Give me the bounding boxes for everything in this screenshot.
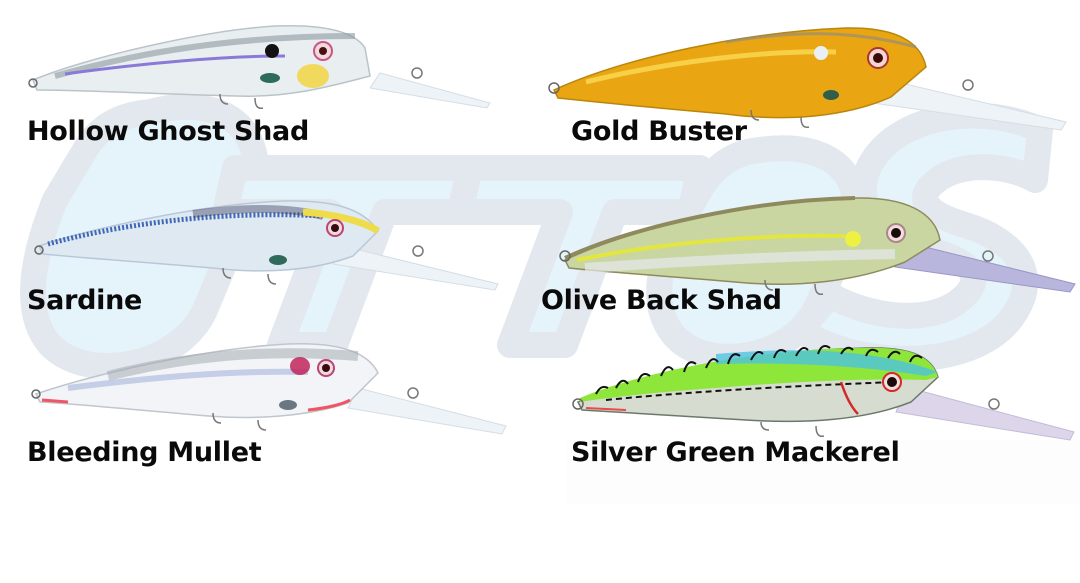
product-label: Bleeding Mullet [27, 437, 262, 468]
product-label: Olive Back Shad [541, 285, 782, 316]
lure-image-hollow-ghost-shad [28, 24, 491, 110]
lure-image-bleeding-mullet [31, 343, 507, 435]
lure-image-olive-back-shad [559, 196, 1076, 296]
product-label: Sardine [27, 285, 142, 316]
lure-image-sardine [34, 200, 499, 291]
lure-image-gold-buster [548, 27, 1067, 131]
lure-image-silver-green-mackerel [572, 345, 1075, 441]
product-label: Silver Green Mackerel [571, 437, 900, 468]
product-label: Gold Buster [571, 116, 747, 147]
product-label: Hollow Ghost Shad [27, 116, 309, 147]
background-panel [566, 440, 1080, 504]
